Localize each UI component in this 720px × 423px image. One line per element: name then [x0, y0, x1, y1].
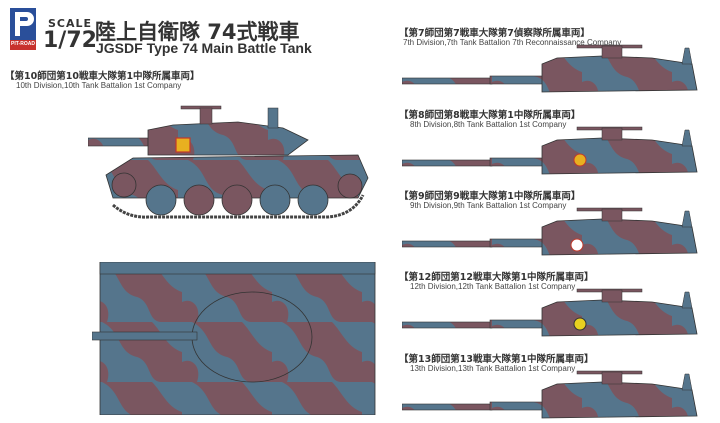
variant-caption-en: 7th Division,7th Tank Battalion 7th Reco…: [403, 38, 622, 47]
variant-turret-8th: [402, 124, 702, 179]
variant-turret-12th: [402, 286, 702, 341]
variant-caption-jp: 【第9師団第9戦車大隊第1中隊所属車両】: [399, 191, 581, 202]
brand-label: PIT-ROAD: [11, 41, 35, 47]
tank-side-view: [88, 105, 369, 219]
pit-road-logo: [10, 8, 36, 50]
variant-caption-en: 13th Division,13th Tank Battalion 1st Co…: [410, 364, 576, 373]
left-caption-en: 10th Division,10th Tank Battalion 1st Co…: [16, 81, 182, 90]
road-wheels: [111, 172, 363, 216]
unit-insignia: [175, 137, 191, 153]
tank-top-view: [92, 262, 376, 415]
page-title-en: JGSDF Type 74 Main Battle Tank: [96, 40, 312, 56]
left-caption-jp: 【第10師団第10戦車大隊第1中隊所属車両】: [5, 71, 200, 82]
variant-caption-jp: 【第12師団第12戦車大隊第1中隊所属車両】: [399, 272, 594, 283]
variant-caption-jp: 【第8師団第8戦車大隊第1中隊所属車両】: [399, 110, 581, 121]
variant-caption-jp: 【第7師団第7戦車大隊第7偵察隊所属車両】: [399, 28, 590, 39]
variant-caption-en: 9th Division,9th Tank Battalion 1st Comp…: [410, 201, 567, 210]
scale-value: 1/72: [43, 28, 97, 53]
scale-label: SCALE: [48, 17, 93, 30]
variant-turret-7th: [402, 42, 702, 97]
variant-turret-9th: [402, 205, 702, 260]
variant-caption-en: 8th Division,8th Tank Battalion 1st Comp…: [410, 120, 567, 129]
variant-caption-en: 12th Division,12th Tank Battalion 1st Co…: [410, 282, 576, 291]
variant-caption-jp: 【第13師団第13戦車大隊第1中隊所属車両】: [399, 354, 594, 365]
page-title-jp: 陸上自衛隊 74式戦車: [95, 20, 300, 44]
